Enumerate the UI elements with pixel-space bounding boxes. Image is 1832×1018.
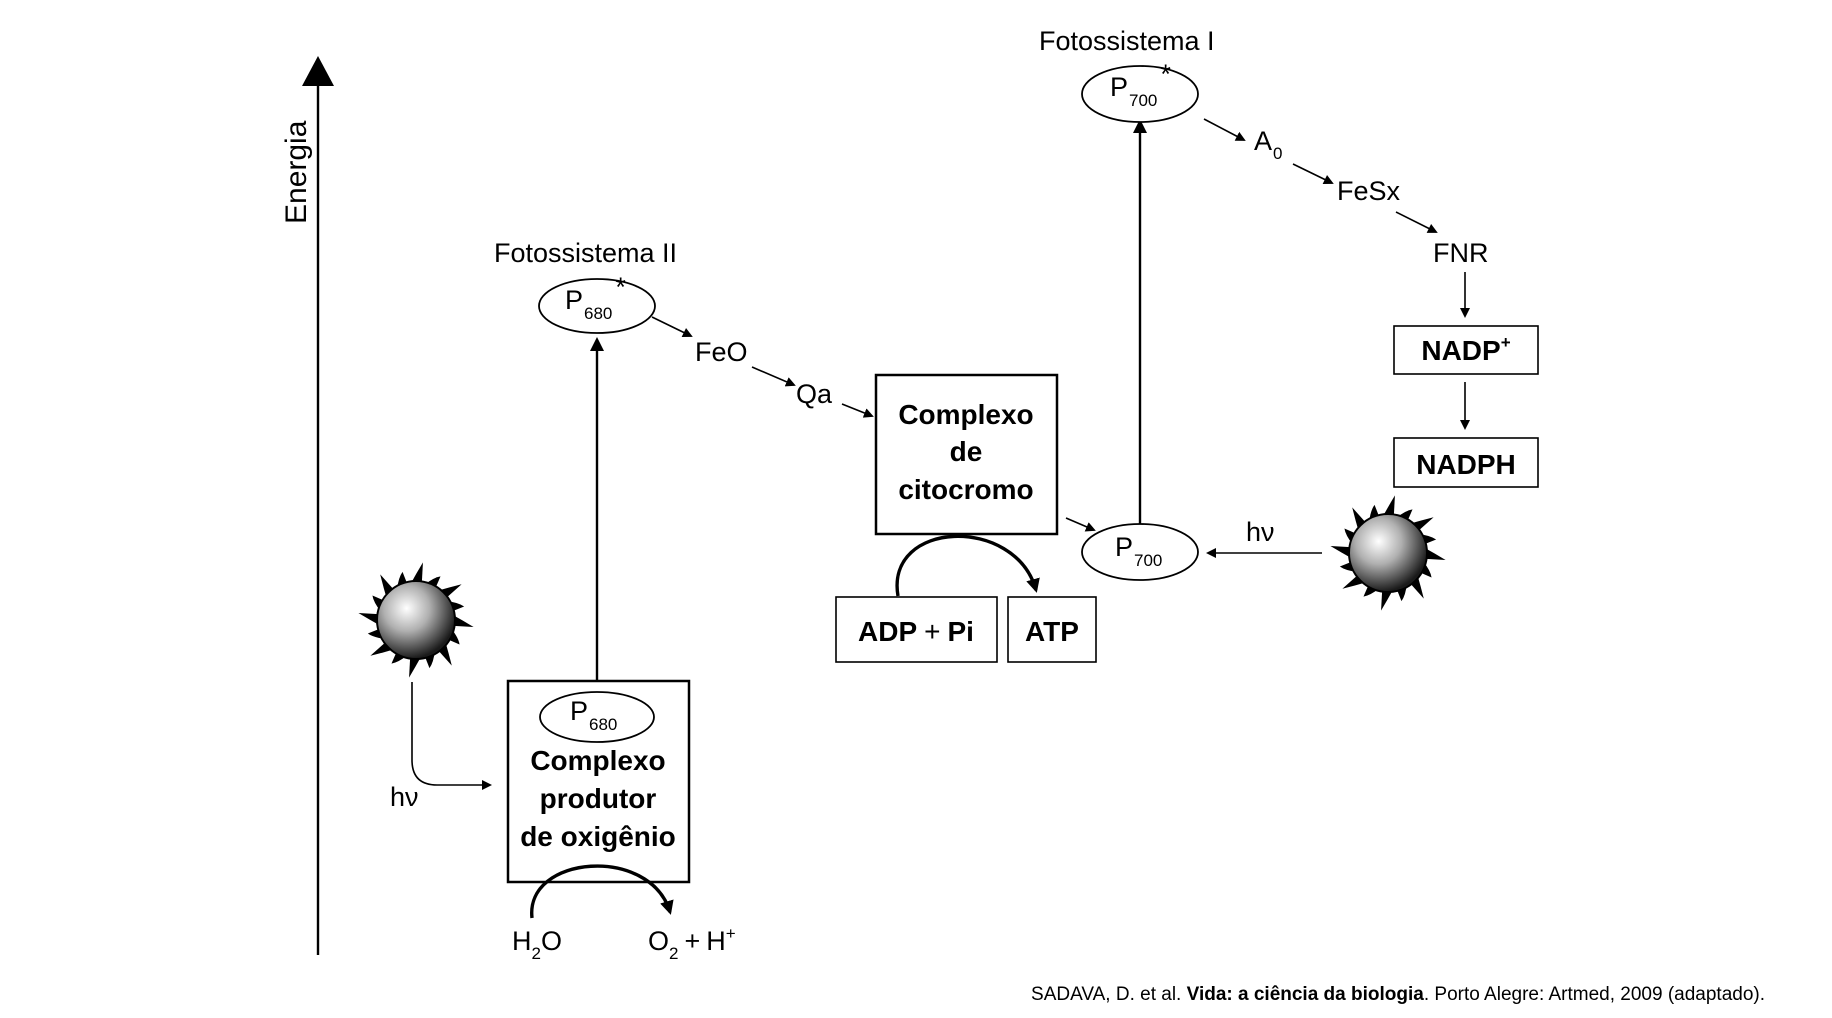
feo-label: FeO [695, 337, 748, 367]
nadp-plus-label: NADP+ [1421, 333, 1510, 366]
fnr-label: FNR [1433, 238, 1489, 268]
p680-ground-label: P680 [570, 696, 617, 734]
arrow-cytochrome-to-p700 [1065, 517, 1096, 532]
photosystem-ii-title: Fotossistema II [494, 238, 677, 268]
photosystem-i-title: Fotossistema I [1039, 26, 1215, 56]
nadph-label: NADPH [1416, 449, 1516, 480]
adp-pi-label: ADP+Pi [858, 616, 974, 647]
citation-rest: . Porto Alegre: Artmed, 2009 (adaptado). [1423, 984, 1765, 1005]
sun-ray [409, 655, 422, 678]
sun-ray [410, 562, 423, 585]
arrow-fesx-to-fnr [1395, 211, 1438, 233]
energy-axis: Energia [280, 56, 334, 955]
fesx-label: FeSx [1337, 176, 1401, 206]
light-hv-psii: hν [390, 782, 419, 812]
a0-label: A0 [1254, 126, 1282, 163]
arrow-p700-to-a0 [1203, 118, 1246, 141]
citation-authors: SADAVA, D. et al. [1031, 984, 1187, 1005]
sun-ray [451, 614, 474, 627]
p680-ground-ellipse [539, 691, 655, 743]
sun-icon [358, 562, 474, 678]
oxygen-complex-line-2: produtor [540, 783, 657, 814]
oxygen-complex-line-1: Complexo [530, 745, 665, 776]
energy-axis-arrowhead [302, 56, 334, 86]
sun-ray [1330, 546, 1353, 559]
light-hv-psi: hν [1246, 517, 1275, 547]
adp-pi-box [835, 596, 998, 663]
cytochrome-complex-box [874, 373, 1059, 536]
sun-ray [1381, 588, 1394, 611]
cytochrome-line-1: Complexo [898, 399, 1033, 430]
oxygen-proton-label: O2+H+ [648, 924, 736, 963]
citation-title: Vida: a ciência da biologia [1186, 984, 1424, 1005]
sun-icon [1330, 495, 1446, 611]
energy-axis-label: Energia [280, 120, 313, 224]
cytochrome-line-3: citocromo [898, 474, 1033, 505]
qa-label: Qa [796, 379, 833, 409]
arrow-feo-to-qa [751, 366, 796, 387]
nadp-plus-box [1393, 325, 1539, 375]
citation: SADAVA, D. et al. Vida: a ciência da bio… [950, 985, 1765, 1004]
p700-excited-ellipse [1081, 65, 1199, 123]
arrow-a0-to-fesx [1292, 163, 1334, 184]
light-arrow-psii [411, 682, 492, 790]
p680-excited-label: P680* [565, 272, 626, 323]
p700-excited-label: P700* [1110, 59, 1171, 110]
oxygen-complex-line-3: de oxigênio [520, 821, 676, 852]
cytochrome-line-2: de [950, 436, 983, 467]
atp-box [1007, 596, 1097, 663]
p700-ground-label: P700 [1115, 532, 1162, 570]
arrow-p680-to-feo [651, 316, 693, 337]
sun-ray [1423, 547, 1446, 560]
arrow-qa-to-cytochrome [841, 403, 874, 418]
sun-ray [1382, 495, 1395, 518]
nadph-box [1393, 437, 1539, 488]
p680-excited-ellipse [538, 278, 656, 334]
sun-ray [358, 613, 381, 626]
water-label: H2O [512, 926, 562, 963]
atp-synthesis-arc [895, 534, 1040, 597]
atp-label: ATP [1025, 616, 1079, 647]
water-splitting-arc [530, 864, 674, 919]
